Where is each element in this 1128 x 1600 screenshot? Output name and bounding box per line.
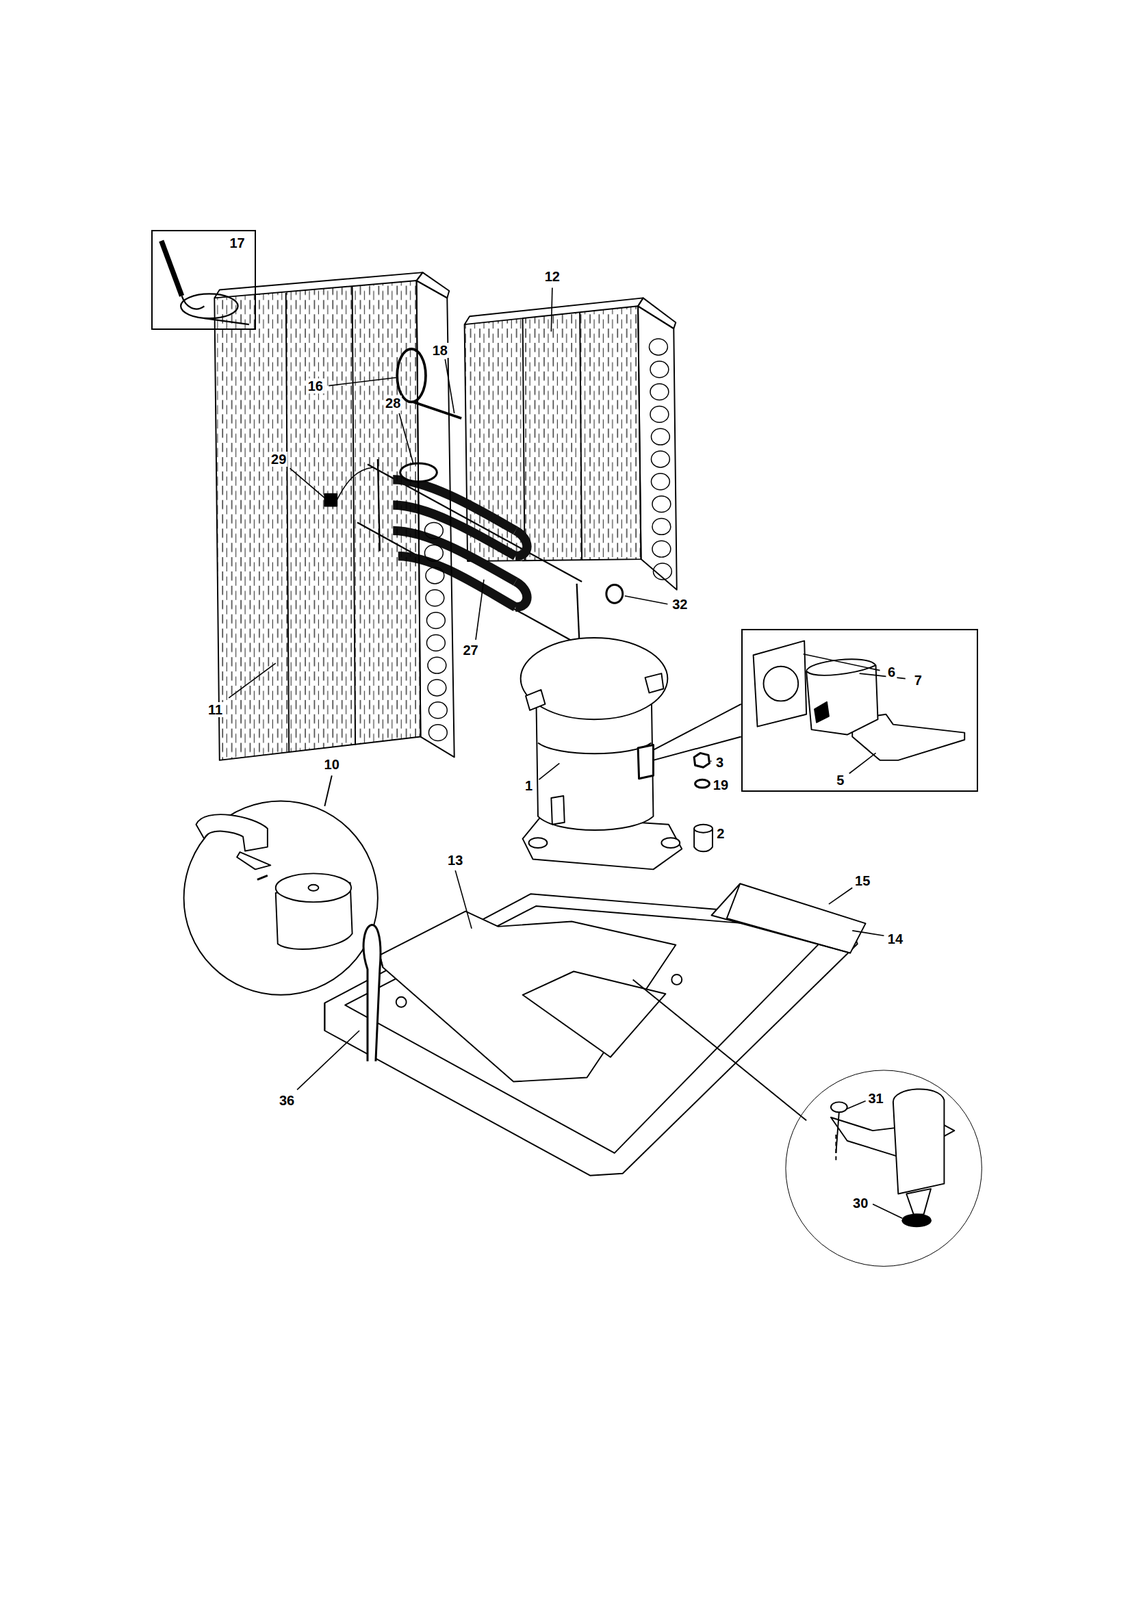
callout-number: 1 (523, 778, 534, 794)
callout-number: 27 (461, 642, 480, 658)
callout-number: 10 (323, 757, 341, 773)
callout-number: 17 (227, 235, 246, 251)
leader-lines (228, 287, 906, 1219)
callout-number: 36 (277, 1093, 296, 1109)
callout-number: 16 (306, 378, 325, 394)
drain-valve-detail (830, 1088, 955, 1227)
terminal-cover-parts (753, 640, 966, 760)
callout-number: 3 (714, 754, 725, 771)
callout-number: 7 (913, 672, 924, 688)
callout-number: 15 (853, 873, 872, 889)
callout-number: 2 (715, 826, 726, 842)
callout-number: 12 (543, 268, 562, 285)
callout-number: 19 (711, 777, 730, 793)
detail-box: 17 (151, 229, 257, 330)
callout-number: 11 (206, 702, 224, 718)
capacitor-detail (184, 775, 378, 996)
compressor (520, 637, 742, 870)
callout-number: 28 (383, 395, 402, 411)
callout-number: 13 (446, 852, 465, 868)
callout-number: 29 (269, 451, 288, 467)
evaporator-coil (214, 272, 454, 761)
callout-number: 6 (886, 664, 897, 680)
circle-outline (785, 1070, 982, 1267)
callout-number: 32 (670, 596, 689, 612)
callout-number: 5 (835, 772, 846, 788)
detail-box: 67 5 (741, 629, 979, 793)
callout-number: 14 (886, 931, 905, 947)
callout-number: 18 (431, 342, 450, 358)
base-pan (324, 883, 866, 1176)
callout-number: 31 (866, 1091, 885, 1107)
detail-circle: 31 30 (783, 1068, 984, 1269)
callout-number: 30 (851, 1195, 870, 1211)
